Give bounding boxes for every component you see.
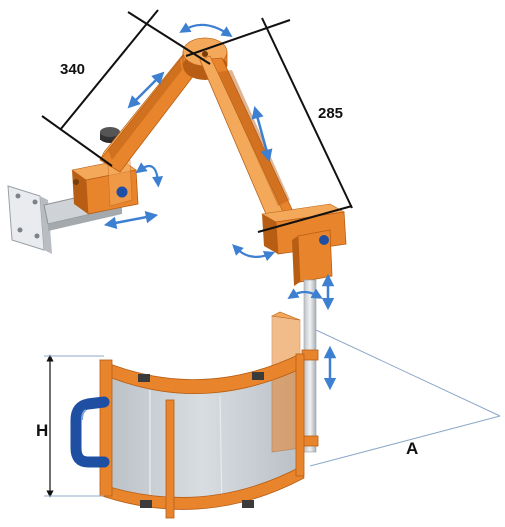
reach-extension-lines: [309, 329, 501, 467]
rotation-arrow-icon: [232, 244, 276, 262]
dimension-line-340: [41, 9, 211, 167]
forearm-segment: [199, 55, 297, 229]
dimension-line-285: [185, 17, 353, 233]
dimension-label-h: H: [36, 421, 48, 440]
dimension-label-285: 285: [318, 105, 343, 122]
curved-shield: [99, 311, 305, 519]
rotation-arrow-icon: [135, 162, 164, 188]
dimension-label-a: A: [406, 439, 418, 458]
wall-mount-plate: [7, 185, 52, 254]
dimension-label-340: 340: [60, 61, 85, 78]
rotation-arrow-icon: [179, 22, 233, 38]
rotation-arrow-icon: [287, 288, 323, 300]
linear-motion-arrow-icon: [251, 105, 273, 163]
linear-motion-arrow-icon: [103, 211, 159, 229]
dimension-line-h: [44, 354, 104, 498]
shield-handle: [70, 396, 110, 468]
wrist-joint-block: [261, 203, 347, 286]
vertical-support-post: [301, 279, 319, 453]
linear-motion-arrow-icon: [127, 71, 165, 109]
